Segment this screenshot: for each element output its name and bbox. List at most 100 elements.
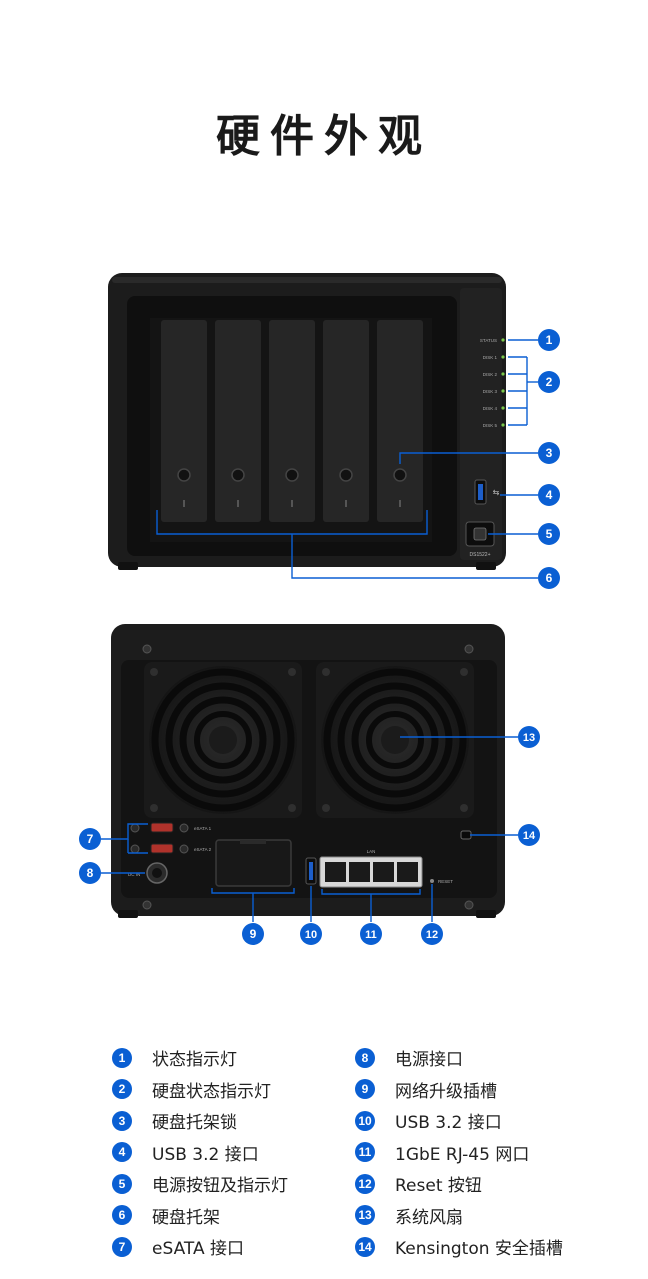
legend-item: 7 eSATA 接口 <box>112 1231 362 1263</box>
callout-badge: 13 <box>518 726 540 748</box>
legend-text: Reset 按钮 <box>395 1176 482 1197</box>
legend-item: 6 硬盘托架 <box>112 1200 362 1232</box>
front-foot-right <box>476 562 496 570</box>
esata-label: eSATA 1 <box>194 826 212 831</box>
svg-text:13: 13 <box>523 732 535 744</box>
esata-label: eSATA 2 <box>194 847 212 852</box>
legend-number: 10 <box>355 1110 375 1131</box>
page-title: 硬件外观 <box>216 111 432 162</box>
callout-badge: 8 <box>79 862 101 884</box>
legend-item: 1 状态指示灯 <box>112 1042 362 1074</box>
legend-number: 6 <box>112 1205 132 1226</box>
callout-badge: 2 <box>538 371 560 393</box>
legend-text: 硬盘状态指示灯 <box>152 1081 271 1102</box>
tray-lock-icon <box>177 468 191 482</box>
svg-text:14: 14 <box>523 830 536 842</box>
reset-label: RESET <box>438 879 453 884</box>
legend-number: 7 <box>112 1236 132 1257</box>
svg-text:1: 1 <box>546 333 553 347</box>
lan-label: LAN <box>367 849 376 854</box>
legend-text: 电源接口 <box>395 1050 463 1071</box>
kensington-slot[interactable] <box>460 830 472 840</box>
led-label-disk5: DISK 5 <box>483 423 498 428</box>
callout-badge: 3 <box>538 442 560 464</box>
legend-number: 4 <box>112 1142 132 1163</box>
legend-number: 3 <box>112 1110 132 1131</box>
legend-item: 9 网络升级插槽 <box>355 1074 605 1106</box>
svg-text:5: 5 <box>546 527 553 541</box>
callout-badge: 14 <box>518 824 540 846</box>
drive-tray[interactable] <box>215 320 261 522</box>
legend-text: 硬盘托架锁 <box>152 1113 237 1134</box>
callout-badge: 4 <box>538 484 560 506</box>
rear-usb-port[interactable] <box>305 857 317 885</box>
disk-led <box>501 406 505 410</box>
network-upgrade-slot[interactable] <box>215 839 292 887</box>
drive-tray[interactable] <box>323 320 369 522</box>
led-label-status: STATUS <box>480 338 497 343</box>
power-button[interactable] <box>465 521 495 547</box>
drive-tray[interactable] <box>269 320 315 522</box>
legend-text: USB 3.2 接口 <box>152 1144 259 1165</box>
tray-lock-icon <box>231 468 245 482</box>
legend-text: 网络升级插槽 <box>395 1081 497 1102</box>
front-side-panel <box>460 288 502 560</box>
legend-item: 2 硬盘状态指示灯 <box>112 1074 362 1106</box>
callout-badge: 6 <box>538 567 560 589</box>
legend-text: eSATA 接口 <box>152 1239 244 1260</box>
rear-callout-lines <box>101 736 518 922</box>
lan-ports[interactable]: LAN <box>319 849 423 888</box>
legend-item: 14 Kensington 安全插槽 <box>355 1231 605 1263</box>
tray-lock-icon <box>393 468 407 482</box>
led-label-disk1: DISK 1 <box>483 355 498 360</box>
svg-text:3: 3 <box>546 446 553 460</box>
legend-text: Kensington 安全插槽 <box>395 1239 563 1260</box>
legend-number: 5 <box>112 1173 132 1194</box>
legend-number: 13 <box>355 1205 375 1226</box>
legend-item: 12 Reset 按钮 <box>355 1168 605 1200</box>
callout-badge: 9 <box>242 923 264 945</box>
legend-item: 8 电源接口 <box>355 1042 605 1074</box>
svg-text:7: 7 <box>87 832 94 846</box>
front-unit: STATUS DISK 1 DISK 2 DISK 3 DISK 4 DISK … <box>108 273 506 570</box>
legend-number: 9 <box>355 1079 375 1100</box>
svg-text:10: 10 <box>305 929 317 941</box>
status-led <box>501 338 505 342</box>
usb-icon: ⇆ <box>493 488 500 497</box>
system-fan <box>144 662 302 818</box>
legend-number: 12 <box>355 1173 375 1194</box>
system-fan <box>316 662 474 818</box>
legend-number: 14 <box>355 1236 375 1257</box>
led-label-disk2: DISK 2 <box>483 372 498 377</box>
legend-number: 2 <box>112 1079 132 1100</box>
esata-port[interactable]: eSATA 2 <box>130 843 212 854</box>
svg-text:2: 2 <box>546 375 553 389</box>
disk-led <box>501 355 505 359</box>
legend-text: 硬盘托架 <box>152 1207 220 1228</box>
legend-text: 状态指示灯 <box>152 1050 237 1071</box>
tray-lock-icon <box>285 468 299 482</box>
legend-item: 4 USB 3.2 接口 <box>112 1137 362 1169</box>
svg-text:12: 12 <box>426 929 438 941</box>
power-connector[interactable]: DC IN <box>128 862 168 884</box>
legend-number: 8 <box>355 1047 375 1068</box>
drive-tray[interactable] <box>377 320 423 522</box>
legend-text: 1GbE RJ-45 网口 <box>395 1144 530 1165</box>
model-label: DS1522+ <box>470 552 491 558</box>
led-label-disk4: DISK 4 <box>483 406 498 411</box>
esata-port[interactable]: eSATA 1 <box>130 822 212 833</box>
rear-unit: eSATA 1 eSATA 2 DC IN <box>111 624 505 918</box>
legend-number: 1 <box>112 1047 132 1068</box>
callout-badge: 1 <box>538 329 560 351</box>
led-label-disk3: DISK 3 <box>483 389 498 394</box>
callout-badge: 10 <box>300 923 322 945</box>
hardware-diagram: STATUS DISK 1 DISK 2 DISK 3 DISK 4 DISK … <box>79 273 560 945</box>
power-label: DC IN <box>128 872 140 877</box>
reset-button[interactable]: RESET <box>430 879 453 884</box>
svg-text:8: 8 <box>87 866 94 880</box>
front-usb-port[interactable]: ⇆ <box>474 479 500 505</box>
drive-tray[interactable] <box>161 320 207 522</box>
